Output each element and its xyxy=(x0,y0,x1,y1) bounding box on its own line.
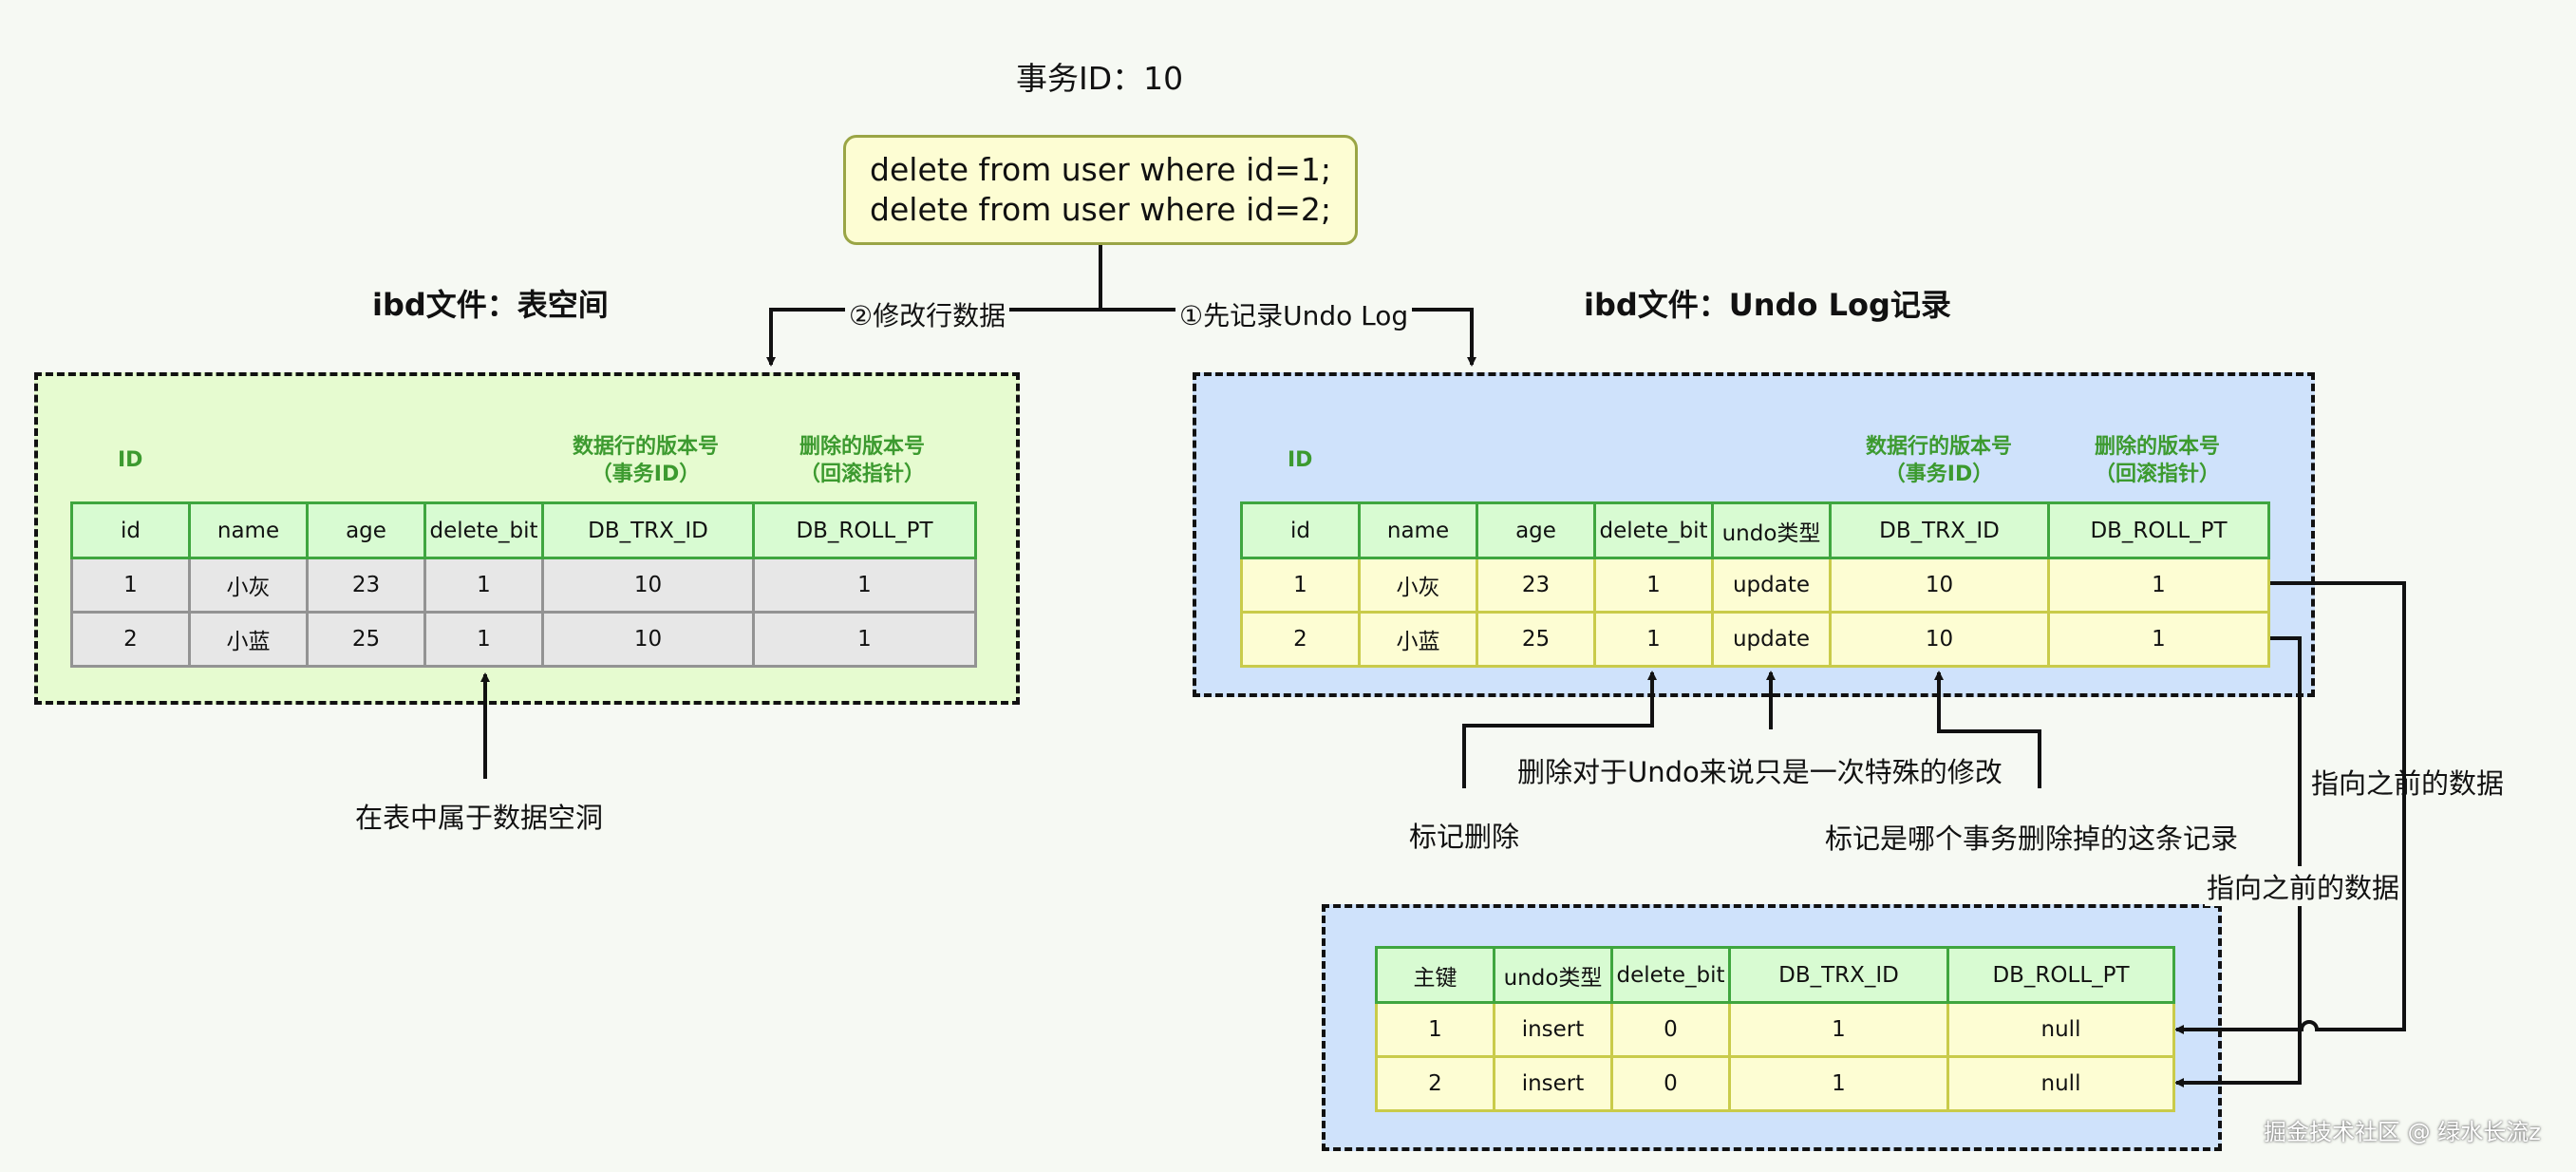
col-delete-bit: delete_bit xyxy=(1593,501,1714,559)
point-prev-note-2: 指向之前的数据 xyxy=(2205,866,2402,906)
col-db-trx-id: DB_TRX_ID xyxy=(1728,946,1949,1004)
col-db-roll-pt: DB_ROLL_PT xyxy=(752,501,977,559)
col-primary-key: 主键 xyxy=(1375,946,1495,1004)
arrow-mark-trx xyxy=(1934,671,2041,788)
record-undo-label: ①先记录Undo Log xyxy=(1175,295,1413,333)
mark-trx-note: 标记是哪个事务删除掉的这条记录 xyxy=(1825,822,2239,855)
modify-row-label: ②修改行数据 xyxy=(845,295,1010,333)
left-trx-note: 数据行的版本号 （事务ID） xyxy=(572,435,719,486)
col-age: age xyxy=(1476,501,1596,559)
right-roll-note: 删除的版本号 （回滚指针） xyxy=(2094,435,2220,486)
table-row: 1 小灰 23 1 update 10 1 xyxy=(1240,557,2270,614)
table-row: 1 小灰 23 1 10 1 xyxy=(70,557,977,614)
undo-log-title: ibd文件：Undo Log记录 xyxy=(1584,287,1951,323)
sql-statement-box: delete from user where id=1; delete from… xyxy=(843,135,1358,245)
right-trx-note: 数据行的版本号 （事务ID） xyxy=(1865,435,2012,486)
col-age: age xyxy=(306,501,426,559)
col-id: id xyxy=(1240,501,1361,559)
tablespace-title: ibd文件：表空间 xyxy=(372,287,609,323)
transaction-id-label: 事务ID：10 xyxy=(1016,60,1184,97)
special-modify-note: 删除对于Undo来说只是一次特殊的修改 xyxy=(1517,756,2003,788)
pointer-row-1 xyxy=(2174,581,2406,1034)
data-hole-note: 在表中属于数据空洞 xyxy=(355,802,604,834)
mark-delete-note: 标记删除 xyxy=(1409,821,1520,853)
left-roll-note: 删除的版本号 （回滚指针） xyxy=(799,435,925,486)
col-db-roll-pt: DB_ROLL_PT xyxy=(1946,946,2175,1004)
col-undo-type: undo类型 xyxy=(1493,946,1613,1004)
col-delete-bit: delete_bit xyxy=(1610,946,1731,1004)
table-row: 1 insert 0 1 null xyxy=(1375,1001,2175,1058)
tablespace-table: id name age delete_bit DB_TRX_ID DB_ROLL… xyxy=(70,501,977,668)
undo-log-header-row: id name age delete_bit undo类型 DB_TRX_ID … xyxy=(1240,501,2270,559)
col-name: name xyxy=(188,501,309,559)
right-id-note: ID xyxy=(1288,448,1313,472)
col-undo-type: undo类型 xyxy=(1711,501,1832,559)
undo-history-table: 主键 undo类型 delete_bit DB_TRX_ID DB_ROLL_P… xyxy=(1375,946,2175,1112)
table-row: 2 insert 0 1 null xyxy=(1375,1055,2175,1112)
left-id-note: ID xyxy=(118,448,143,472)
sql-line-1: delete from user where id=1; xyxy=(870,151,1331,188)
tablespace-header-row: id name age delete_bit DB_TRX_ID DB_ROLL… xyxy=(70,501,977,559)
table-row: 2 小蓝 25 1 10 1 xyxy=(70,611,977,668)
arrow-mark-delete xyxy=(1462,671,1657,788)
undo-history-header-row: 主键 undo类型 delete_bit DB_TRX_ID DB_ROLL_P… xyxy=(1375,946,2175,1004)
watermark: 掘金技术社区 @ 绿水长流z xyxy=(2264,1119,2541,1145)
table-row: 2 小蓝 25 1 update 10 1 xyxy=(1240,611,2270,668)
col-name: name xyxy=(1358,501,1478,559)
pointer-row-2 xyxy=(2174,636,2302,1087)
col-db-trx-id: DB_TRX_ID xyxy=(1829,501,2050,559)
col-db-trx-id: DB_TRX_ID xyxy=(541,501,755,559)
undo-log-table: id name age delete_bit undo类型 DB_TRX_ID … xyxy=(1240,501,2270,668)
sql-line-2: delete from user where id=2; xyxy=(870,191,1331,228)
col-delete-bit: delete_bit xyxy=(423,501,544,559)
point-prev-note-1: 指向之前的数据 xyxy=(2311,767,2505,800)
col-db-roll-pt: DB_ROLL_PT xyxy=(2047,501,2270,559)
col-id: id xyxy=(70,501,191,559)
